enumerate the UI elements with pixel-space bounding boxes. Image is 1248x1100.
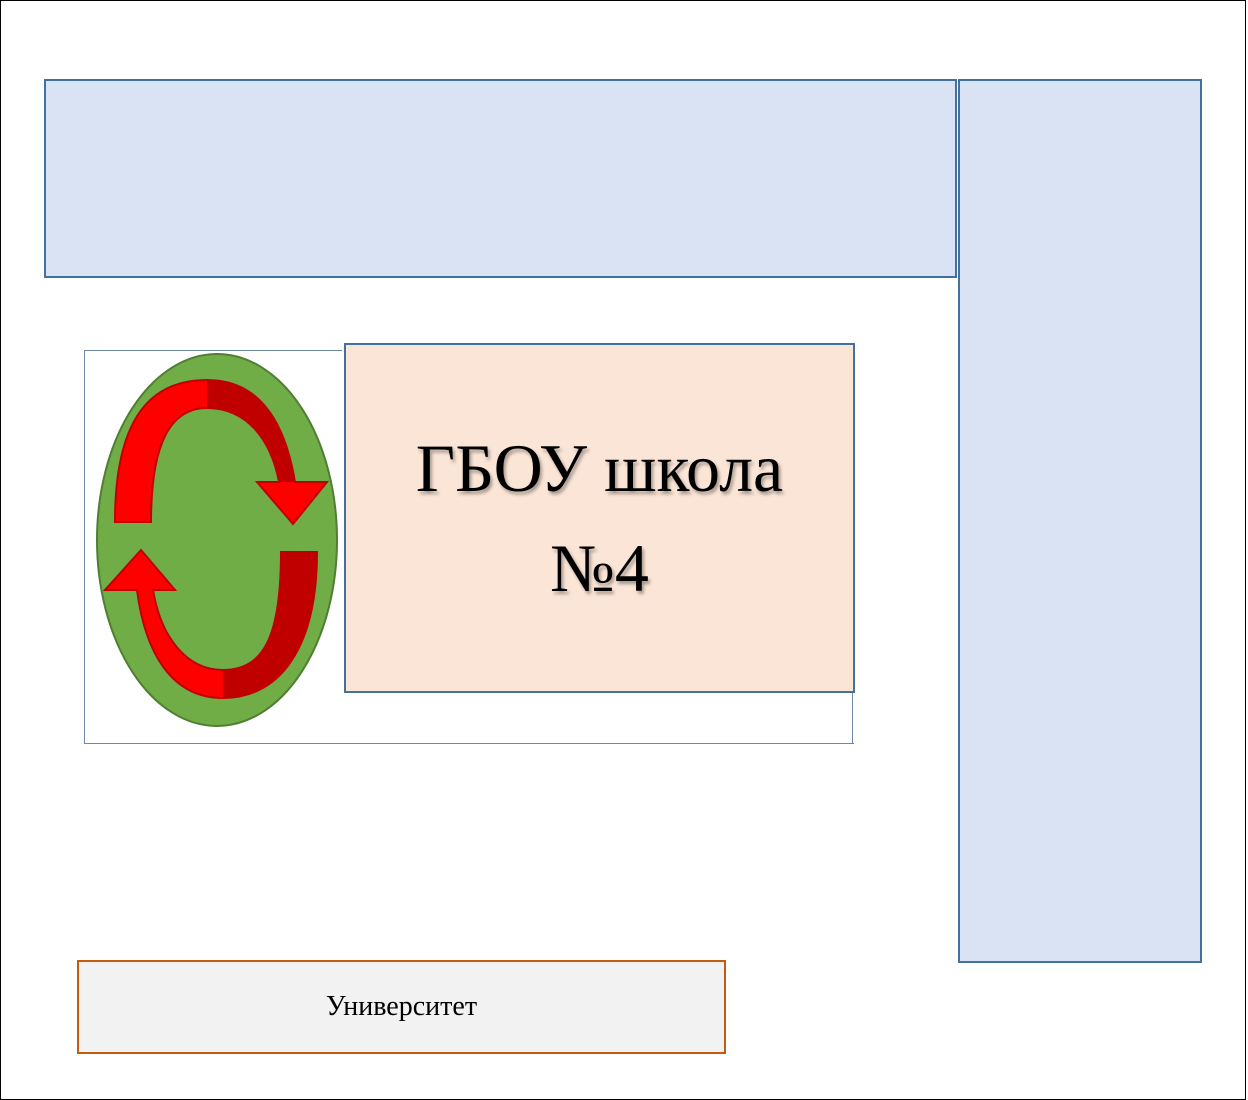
circular-arrows-icon [102,378,330,700]
building-top [44,79,957,278]
university-label: Университет [325,991,478,1022]
school-name-line2: №4 [550,530,649,606]
school-building: ГБОУ школа №4 [344,343,855,693]
yard-roundabout [96,353,338,727]
school-name-line1: ГБОУ школа [415,430,784,506]
building-right [958,79,1202,963]
university-building: Университет [77,960,726,1054]
